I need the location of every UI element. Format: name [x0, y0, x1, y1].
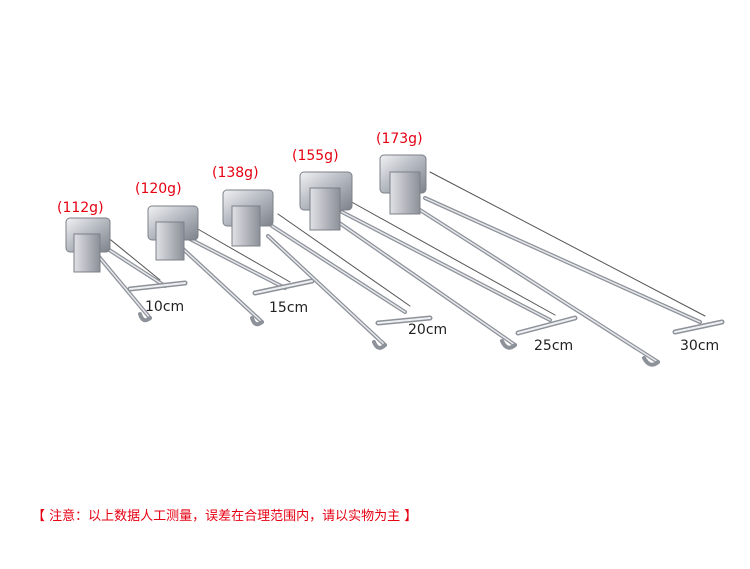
weight-label-15cm: (120g) — [135, 181, 182, 197]
measurement-disclaimer: 【 注意：以上数据人工测量，误差在合理范围内，请以实物为主 】 — [32, 509, 418, 524]
hook-15cm — [147, 205, 315, 327]
weight-label-20cm: (138g) — [212, 165, 259, 181]
weight-label-10cm: (112g) — [57, 200, 104, 216]
length-label-25cm: 25cm — [534, 338, 574, 354]
hook-30cm — [379, 154, 725, 367]
length-label-20cm: 20cm — [408, 322, 448, 338]
weight-label-25cm: (155g) — [292, 148, 339, 164]
hook-25cm — [299, 171, 578, 350]
hook-20cm — [222, 189, 433, 350]
weight-label-30cm: (173g) — [376, 131, 423, 147]
length-label-15cm: 15cm — [269, 300, 309, 316]
length-label-30cm: 30cm — [680, 338, 720, 354]
hook-10cm — [65, 217, 188, 323]
length-label-10cm: 10cm — [145, 299, 185, 315]
